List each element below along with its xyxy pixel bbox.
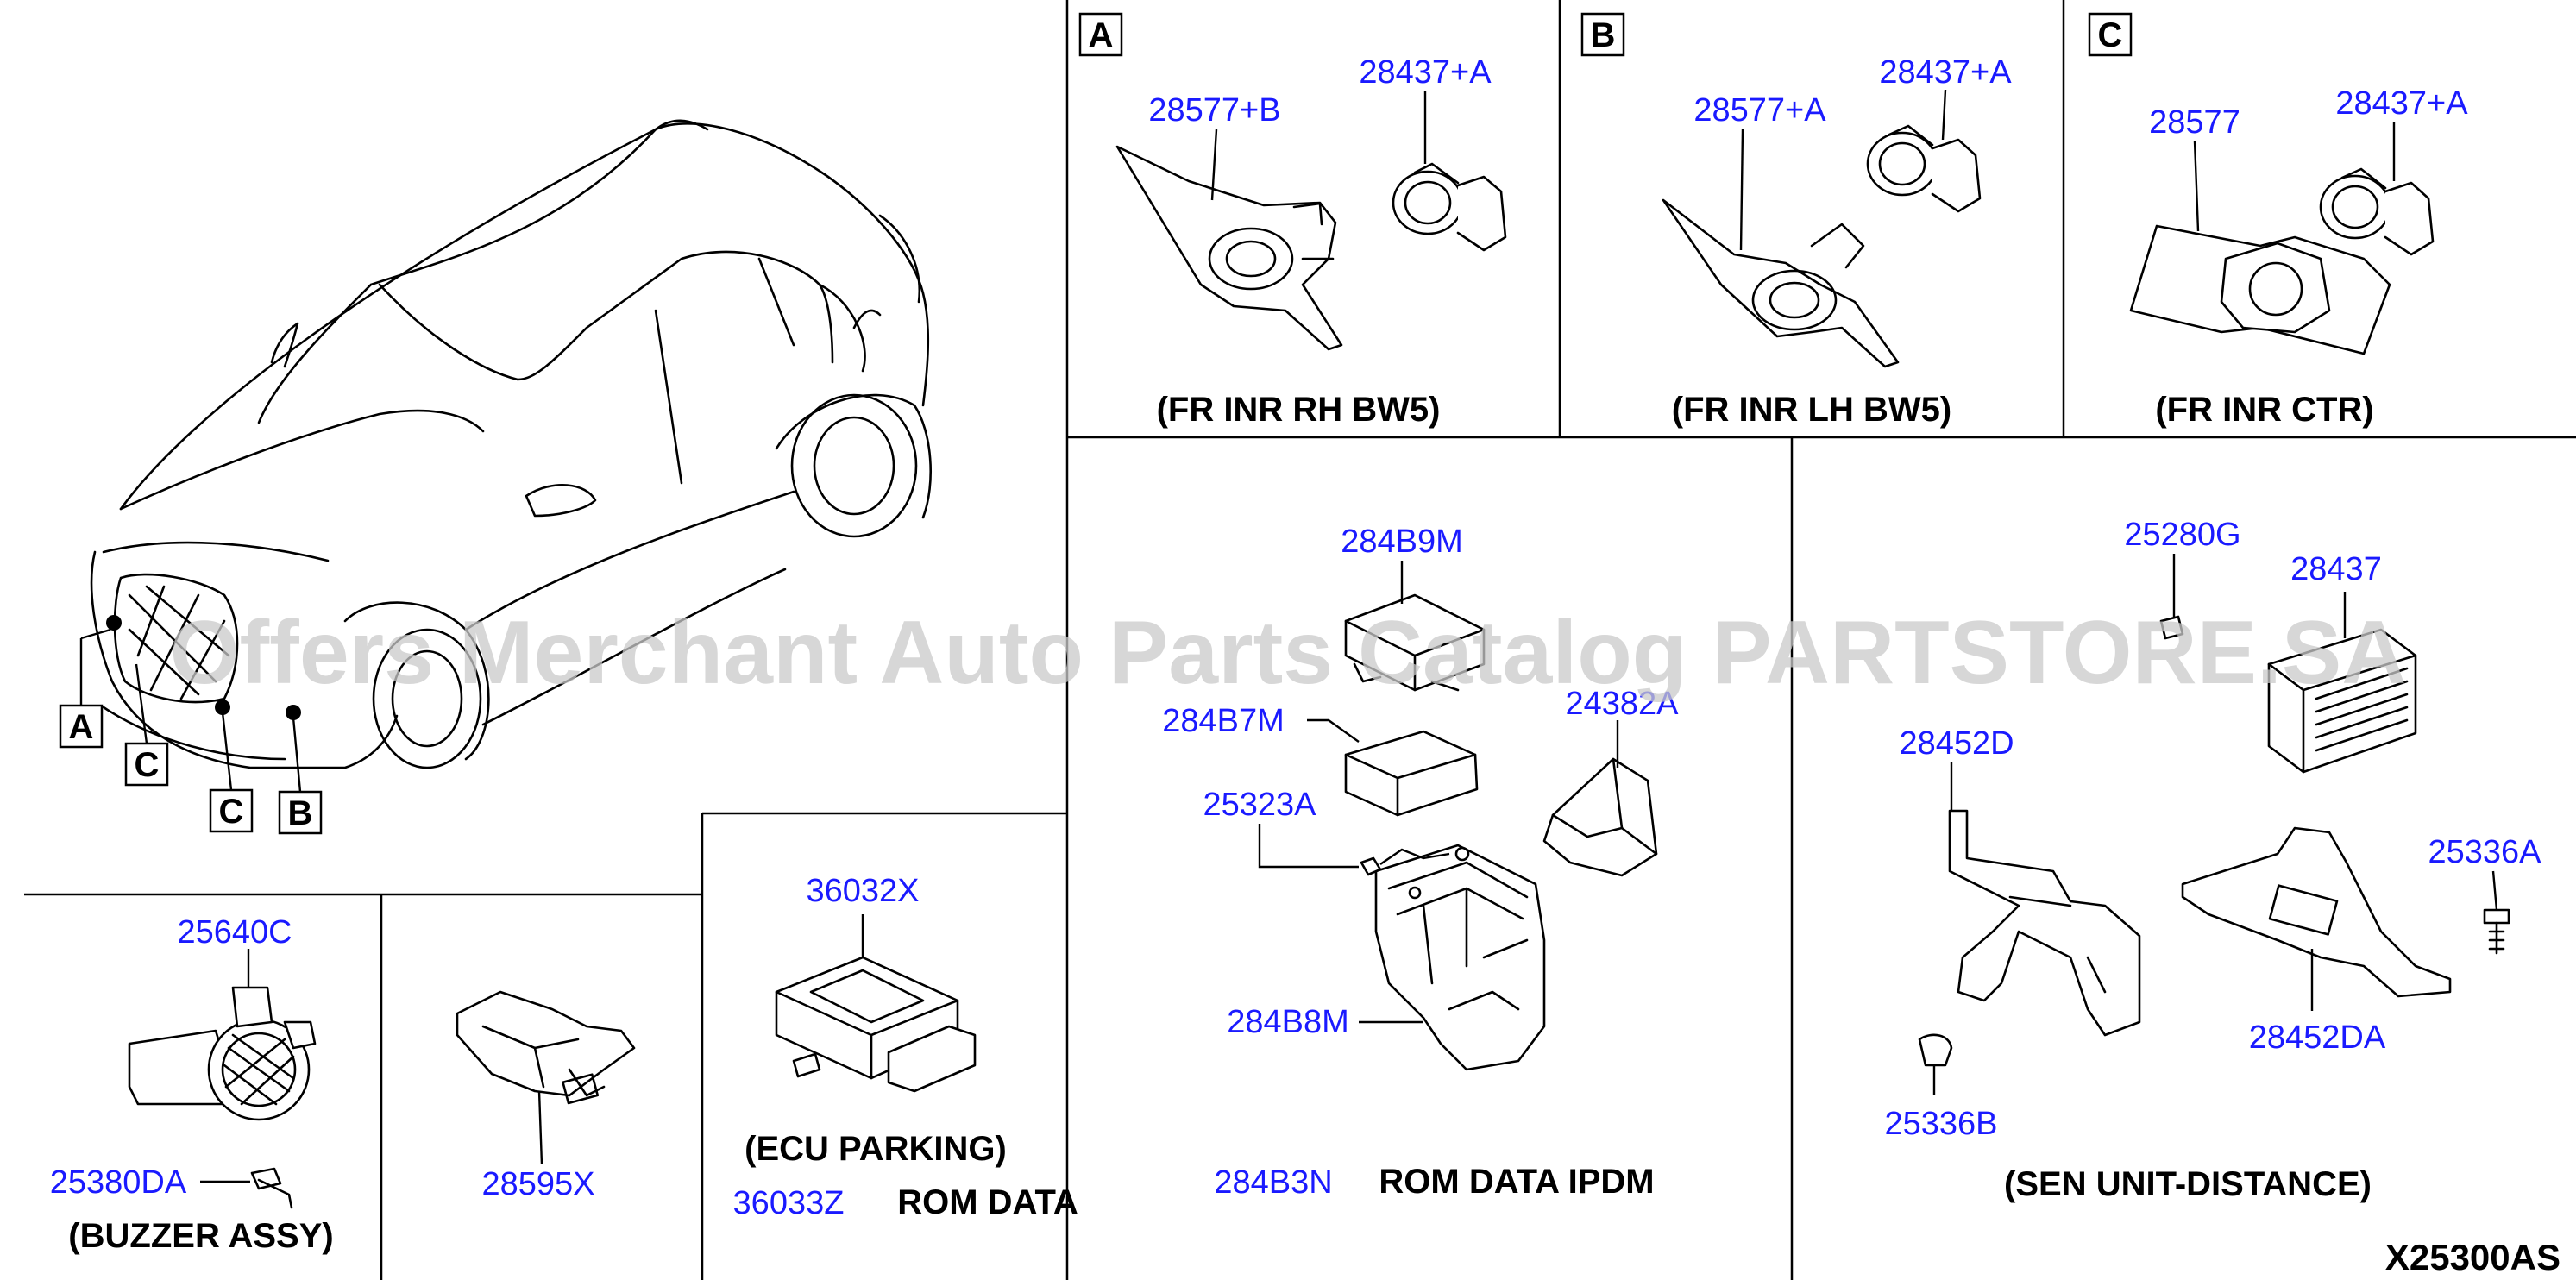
buzzer-caption: (BUZZER ASSY) <box>68 1217 333 1255</box>
panel-a-letter: A <box>1089 16 1114 54</box>
vehicle-callout-b-label: B <box>288 794 313 832</box>
panel-mid: 28595X <box>456 990 636 1202</box>
ecu-rom-part: 36033Z <box>733 1185 845 1221</box>
part-number: 24382A <box>1565 686 1679 722</box>
part-number: 28437 <box>2290 551 2382 587</box>
part-number: 28577 <box>2149 104 2240 141</box>
part-number: 25640C <box>177 914 292 951</box>
part-number: 28595X <box>481 1166 594 1202</box>
panel-ipdm: 284B9M 284B7M 24382A 25323A 284B8M 284B3… <box>1162 524 1679 1201</box>
part-number: 284B7M <box>1162 703 1285 739</box>
vehicle-callout-c-1: C <box>124 742 169 787</box>
part-number: 25280G <box>2124 517 2240 553</box>
panel-b-caption: (FR INR LH BW5) <box>1672 391 1951 429</box>
panel-c-caption: (FR INR CTR) <box>2155 391 2373 429</box>
vehicle-callout-a: A <box>59 704 104 749</box>
part-number: 28437+A <box>1879 54 2012 91</box>
ipdm-caption-part: 284B3N <box>1214 1164 1332 1201</box>
part-number: 28437+A <box>2335 85 2468 122</box>
vehicle-callout-c-1-label: C <box>135 746 160 784</box>
vehicle-overview <box>79 119 932 793</box>
panel-c-letter: C <box>2098 16 2123 54</box>
part-number: 28452DA <box>2249 1020 2386 1056</box>
panel-a-caption: (FR INR RH BW5) <box>1157 391 1441 429</box>
panel-c: C 28577 28437+A (FR INR CTR) <box>2088 12 2468 429</box>
sensor-caption: (SEN UNIT-DISTANCE) <box>2004 1165 2372 1203</box>
part-number: 25336B <box>1884 1106 1997 1142</box>
part-number: 36032X <box>806 873 919 909</box>
part-number: 25336A <box>2428 834 2541 870</box>
watermark: Offers Merchant Auto Parts Catalog PARTS… <box>170 603 2407 703</box>
part-number: 28437+A <box>1359 54 1492 91</box>
ecu-caption: (ECU PARKING) <box>745 1130 1007 1168</box>
part-number: 25380DA <box>50 1164 187 1201</box>
panel-buzzer: 25640C 25380DA (BUZZER ASSY) <box>50 914 334 1255</box>
vehicle-callout-b: B <box>278 790 323 835</box>
panel-ecu: 36032X (ECU PARKING) 36033Z ROM DATA <box>733 873 1078 1221</box>
part-number: 284B9M <box>1341 524 1463 560</box>
vehicle-callout-a-label: A <box>69 708 94 746</box>
vehicle-callout-c-2-label: C <box>219 793 244 831</box>
panel-b-letter: B <box>1591 16 1616 54</box>
diagram-code: X25300AS <box>2385 1237 2560 1277</box>
panel-borders <box>24 0 2576 1280</box>
part-number: 28577+A <box>1693 92 1826 129</box>
ecu-rom-label: ROM DATA <box>897 1183 1078 1221</box>
panel-b: B 28577+A 28437+A (FR INR LH BW5) <box>1580 12 2012 429</box>
panel-sensor: 25280G 28437 28452D 25336A 28452DA 25336… <box>1884 517 2541 1203</box>
part-number: 28577+B <box>1148 92 1280 129</box>
ipdm-caption: ROM DATA IPDM <box>1379 1163 1654 1201</box>
part-number: 25323A <box>1203 787 1316 823</box>
vehicle-callout-c-2: C <box>209 788 254 833</box>
panel-a: A 28577+B 28437+A (FR INR RH BW5) <box>1078 12 1507 429</box>
part-number: 28452D <box>1899 725 2014 762</box>
part-number: 284B8M <box>1227 1004 1349 1040</box>
